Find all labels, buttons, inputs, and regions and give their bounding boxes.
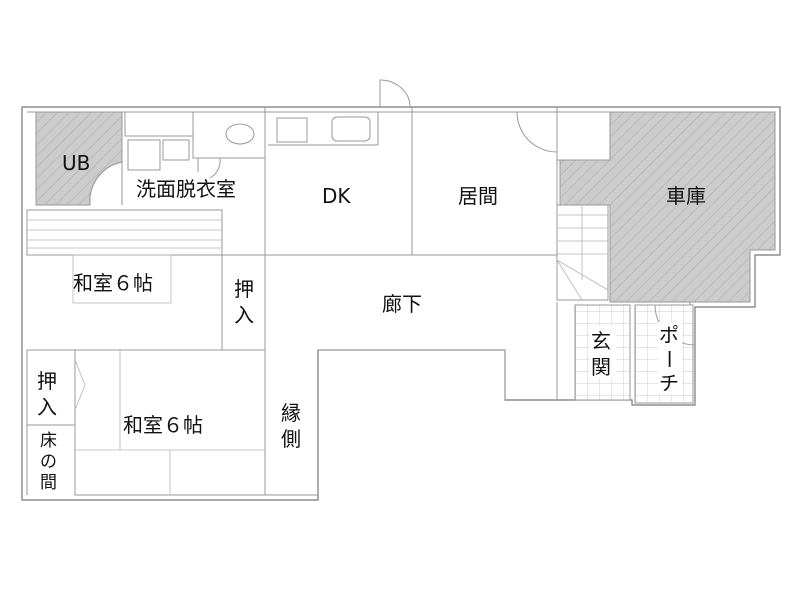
room-label-entrance-1: 玄 xyxy=(591,329,611,353)
toilet-icon xyxy=(225,123,255,145)
veranda-upper xyxy=(26,209,223,256)
room-dk: DK xyxy=(264,79,413,255)
room-label-entrance-2: 関 xyxy=(591,355,611,379)
room-label-ub: UB xyxy=(62,151,90,175)
stove-icon xyxy=(276,117,308,143)
room-label-engawa-2: 側 xyxy=(281,427,301,451)
room-washitsu-lower: 和室６帖 xyxy=(74,350,318,496)
room-closet-upper: 押 入 xyxy=(222,254,266,350)
room-label-closet-lower-2: 入 xyxy=(37,395,57,419)
room-label-tokonoma-1: 床 xyxy=(40,431,57,451)
stairs xyxy=(556,204,609,301)
room-porch: ポ ー チ xyxy=(634,304,696,404)
room-label-washitsu-lower: 和室６帖 xyxy=(123,413,203,437)
room-label-tokonoma-2: の xyxy=(40,452,57,472)
room-label-porch-2: ー xyxy=(657,349,681,369)
room-garage: 車庫 xyxy=(557,111,776,303)
room-washitsu-upper: 和室６帖 xyxy=(27,254,265,351)
room-label-garage: 車庫 xyxy=(666,184,706,208)
room-label-tokonoma-3: 間 xyxy=(40,473,57,493)
room-label-closet-upper-2: 入 xyxy=(234,303,254,327)
room-label-engawa-1: 縁 xyxy=(281,401,301,425)
room-ub: UB xyxy=(35,111,123,206)
sink-icon xyxy=(162,139,190,161)
room-label-dk: DK xyxy=(322,184,351,208)
room-hallway: 廊下 xyxy=(265,254,506,400)
room-washroom: 洗面脱衣室 xyxy=(124,111,266,201)
kitchen-sink-icon xyxy=(331,116,371,142)
room-label-closet-lower-1: 押 xyxy=(37,369,57,393)
room-tokonoma: 床 の 間 xyxy=(40,431,57,493)
room-label-porch-1: ポ xyxy=(659,323,679,347)
door-icon xyxy=(379,79,411,108)
room-label-hallway: 廊下 xyxy=(382,292,422,316)
room-label-porch-3: チ xyxy=(659,371,679,395)
room-living: 居間 xyxy=(412,107,558,256)
room-closet-lower: 押 入 xyxy=(26,350,76,495)
room-label-washitsu-upper: 和室６帖 xyxy=(73,271,153,295)
room-entrance: 玄 関 xyxy=(556,302,631,401)
room-label-living: 居間 xyxy=(458,184,498,208)
room-label-closet-upper-1: 押 xyxy=(234,277,254,301)
room-engawa: 縁 側 xyxy=(281,401,301,451)
room-label-washroom: 洗面脱衣室 xyxy=(136,177,236,201)
